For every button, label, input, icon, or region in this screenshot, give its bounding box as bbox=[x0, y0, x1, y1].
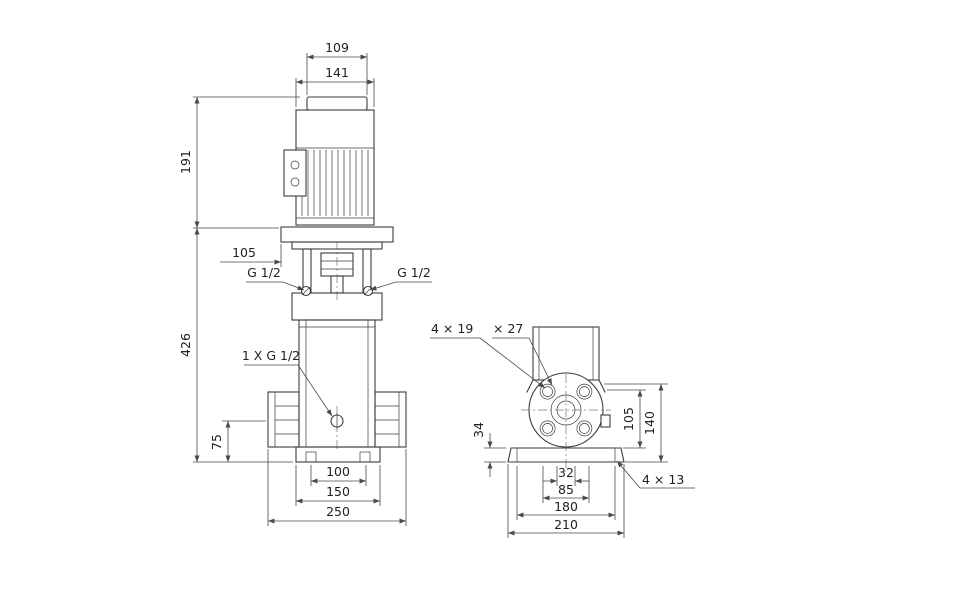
sleeve-side bbox=[532, 326, 600, 381]
coupling-bolt-lines bbox=[321, 260, 353, 270]
dim-32-label: 32 bbox=[558, 465, 574, 480]
discharge-flange-lines bbox=[375, 392, 400, 447]
dim-total-height-label: 426 bbox=[178, 333, 193, 357]
base-side bbox=[507, 447, 625, 463]
side-body bbox=[507, 326, 625, 472]
suction-flange bbox=[267, 391, 300, 448]
base-plate bbox=[295, 446, 381, 463]
motor-stool-step bbox=[291, 241, 383, 250]
side-dimensions: 4 × 19 × 27 34 105 140 32 85 bbox=[430, 321, 695, 538]
flange-bolt-holes bbox=[539, 383, 593, 437]
gauge-plug-left-slash bbox=[301, 286, 311, 296]
ext-lines-250 bbox=[267, 449, 407, 526]
dim-140-side-label: 140 bbox=[642, 411, 657, 435]
flange-holes-label: 4 × 19 bbox=[431, 321, 473, 336]
bolt-counterbore-icon bbox=[539, 420, 556, 437]
cable-entry-icon bbox=[290, 160, 300, 170]
dim-offset-label: 105 bbox=[232, 245, 256, 260]
ext-lines-34 bbox=[484, 447, 506, 463]
front-dimensions: 109 141 191 426 105 G 1/2 G 1/2 1 X G 1/… bbox=[178, 40, 432, 526]
drain-leader bbox=[297, 364, 333, 417]
dim-210-label: 210 bbox=[554, 517, 578, 532]
drain-port-label: 1 X G 1/2 bbox=[242, 348, 300, 363]
bolt-counterbore-icon bbox=[576, 383, 593, 400]
motor-fins bbox=[301, 150, 369, 216]
dim-base-height-label: 34 bbox=[471, 422, 486, 438]
ext-lines-180 bbox=[516, 466, 616, 520]
motor-bands bbox=[296, 147, 374, 219]
base-slot-left bbox=[305, 451, 317, 463]
base-holes-leader bbox=[616, 460, 641, 489]
base-holes-label: 4 × 13 bbox=[642, 472, 684, 487]
side-view: 4 × 19 × 27 34 105 140 32 85 bbox=[430, 321, 695, 538]
base-slot-lines bbox=[516, 448, 616, 462]
bolt-hole-icon bbox=[579, 386, 590, 397]
dim-motor-height-label: 191 bbox=[178, 150, 193, 174]
counterbore-leader bbox=[528, 337, 553, 386]
ext-lines-109 bbox=[306, 53, 368, 95]
dim-base-inner-label: 100 bbox=[326, 464, 350, 479]
ext-lines-191 bbox=[193, 96, 300, 229]
bolt-hole-icon bbox=[579, 423, 590, 434]
bolt-hole-icon bbox=[542, 386, 553, 397]
bolt-hole-icon bbox=[542, 423, 553, 434]
dim-base-outer-label: 250 bbox=[326, 504, 350, 519]
dim-105-side-label: 105 bbox=[621, 407, 636, 431]
front-view: 109 141 191 426 105 G 1/2 G 1/2 1 X G 1/… bbox=[178, 40, 432, 526]
base-slot-right bbox=[359, 451, 371, 463]
sleeve-side-lines bbox=[538, 327, 594, 380]
counterbore-label: × 27 bbox=[493, 321, 523, 336]
cable-entry-icon bbox=[290, 177, 300, 187]
port-right-leader bbox=[369, 281, 397, 291]
chamber-sleeve-lines bbox=[299, 320, 375, 447]
port-right-label: G 1/2 bbox=[397, 265, 431, 280]
port-left-leader bbox=[282, 281, 305, 291]
ext-lines-210 bbox=[507, 464, 625, 538]
flange-holes-leader bbox=[479, 337, 546, 389]
dim-motor-width-label: 141 bbox=[325, 65, 349, 80]
dim-top-width-label: 109 bbox=[325, 40, 349, 55]
dim-180-label: 180 bbox=[554, 499, 578, 514]
volute-transition bbox=[526, 379, 606, 393]
dim-85-label: 85 bbox=[558, 482, 574, 497]
bolt-counterbore-icon bbox=[576, 420, 593, 437]
terminal-box bbox=[283, 149, 307, 197]
side-boss bbox=[600, 414, 611, 428]
pump-body bbox=[267, 285, 407, 463]
suction-flange-lines bbox=[274, 392, 299, 447]
discharge-flange bbox=[374, 391, 407, 448]
motor-flange bbox=[280, 226, 394, 243]
motor bbox=[280, 96, 394, 250]
port-left-label: G 1/2 bbox=[247, 265, 281, 280]
dim-base-mid-label: 150 bbox=[326, 484, 350, 499]
dim-port-height-label: 75 bbox=[209, 434, 224, 450]
fan-cover bbox=[306, 96, 368, 111]
ext-lines-140-side bbox=[604, 383, 668, 463]
